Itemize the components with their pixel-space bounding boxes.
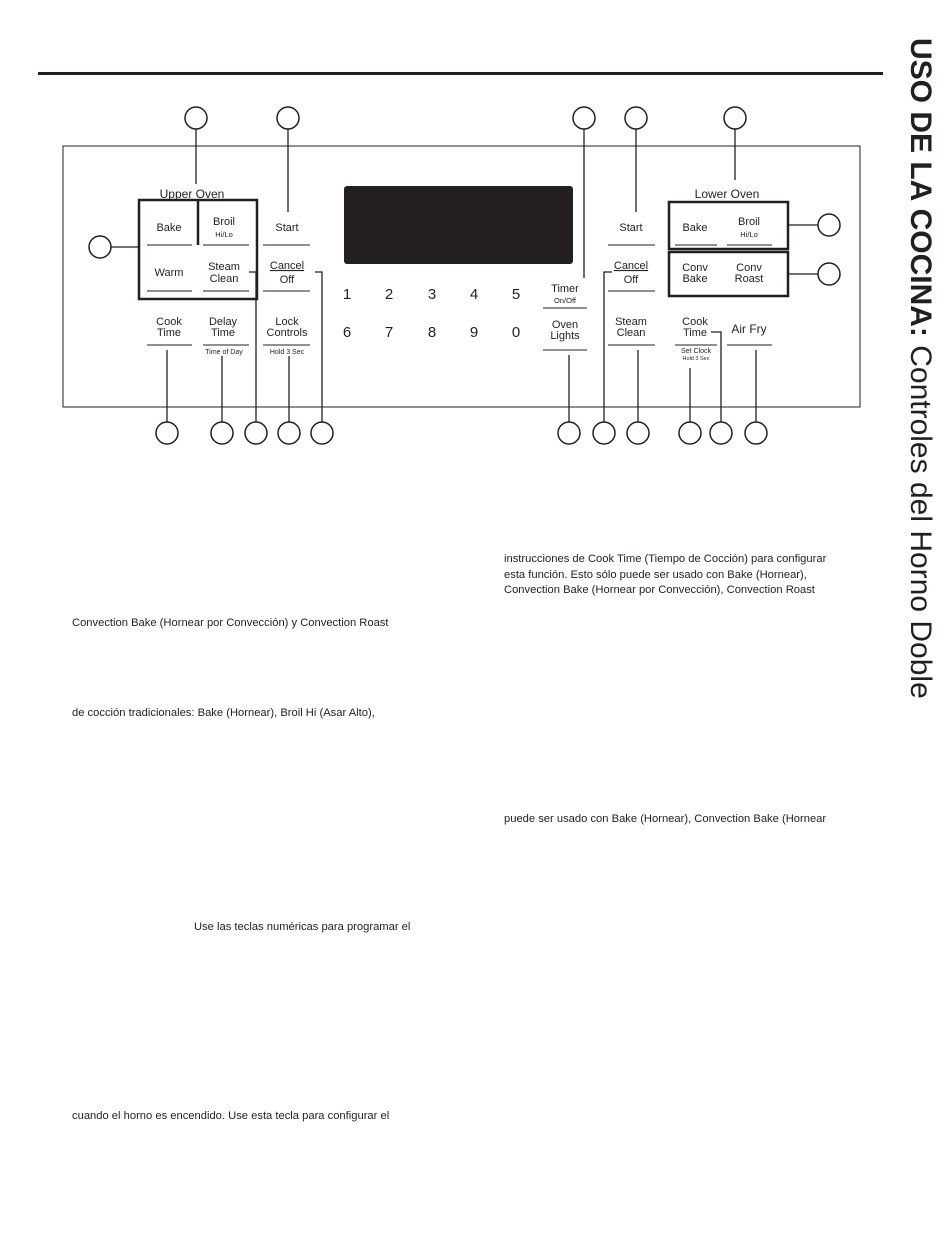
lower-bake-key: Bake: [682, 222, 707, 234]
text-line-left-1: Convection Bake (Hornear por Convección)…: [72, 617, 389, 629]
key-3: 3: [428, 286, 436, 303]
upper-steam-clean-2: Clean: [210, 273, 239, 285]
upper-delay-time-1: Delay: [209, 316, 238, 328]
text-line-right-1: instrucciones de Cook Time (Tiempo de Co…: [504, 553, 827, 565]
key-9: 9: [470, 324, 478, 341]
text-line-left-3: Use las teclas numéricas para programar …: [194, 921, 411, 933]
lower-cook-time-2: Time: [683, 327, 707, 339]
oven-lights-1: Oven: [552, 319, 578, 331]
upper-off-key: Off: [280, 274, 295, 286]
upper-steam-clean-1: Steam: [208, 261, 240, 273]
upper-cook-time-1: Cook: [156, 316, 182, 328]
key-8: 8: [428, 324, 436, 341]
key-7: 7: [385, 324, 393, 341]
lower-conv-roast-2: Roast: [735, 273, 764, 285]
upper-lock-2: Controls: [267, 327, 308, 339]
upper-delay-time-sub: Time of Day: [205, 349, 243, 356]
control-panel-diagram: Upper Oven Lower Oven Bake Broil Hi/Lo W…: [62, 106, 861, 445]
upper-bake-key: Bake: [156, 222, 181, 234]
lower-cook-time-sub2: Hold 3 Sec: [683, 356, 710, 362]
lower-broil-key: Broil: [738, 216, 760, 228]
oven-lights-2: Lights: [550, 330, 580, 342]
panel-outline: [62, 145, 861, 408]
key-2: 2: [385, 286, 393, 303]
lower-broil-sub: Hi/Lo: [740, 230, 758, 239]
lower-steam-clean-2: Clean: [617, 327, 646, 339]
lower-start-key: Start: [619, 222, 642, 234]
upper-oven-label: Upper Oven: [160, 187, 225, 201]
lower-oven-label: Lower Oven: [695, 187, 760, 201]
upper-broil-sub: Hi/Lo: [215, 230, 233, 239]
text-line-right-4: puede ser usado con Bake (Hornear), Conv…: [504, 813, 827, 825]
upper-cancel-key: Cancel: [270, 260, 304, 272]
lower-off-key: Off: [624, 274, 639, 286]
key-0: 0: [512, 324, 520, 341]
lower-air-fry-key: Air Fry: [731, 322, 766, 336]
timer-sub: On/Off: [554, 296, 577, 305]
lower-conv-bake-2: Bake: [682, 273, 707, 285]
lower-cook-time-1: Cook: [682, 316, 708, 328]
lower-cook-time-sub: Set Clock: [681, 348, 711, 355]
upper-broil-key: Broil: [213, 216, 235, 228]
text-line-left-4: cuando el horno es encendido. Use esta t…: [72, 1110, 390, 1122]
key-4: 4: [470, 286, 478, 303]
header-rule: [38, 72, 883, 75]
upper-delay-time-2: Time: [211, 327, 235, 339]
text-line-left-2: de cocción tradicionales: Bake (Hornear)…: [72, 707, 375, 719]
key-1: 1: [343, 286, 351, 303]
lower-cancel-key: Cancel: [614, 260, 648, 272]
upper-warm-key: Warm: [155, 267, 184, 279]
upper-start-key: Start: [275, 222, 298, 234]
key-6: 6: [343, 324, 351, 341]
lower-conv-bake-1: Conv: [682, 262, 708, 274]
display-window: [344, 186, 573, 264]
upper-lock-sub: Hold 3 Sec: [270, 349, 305, 356]
text-line-right-2: esta función. Esto sólo puede ser usado …: [504, 569, 807, 581]
text-line-right-3: Convection Bake (Hornear por Convección)…: [504, 584, 815, 596]
lower-conv-roast-1: Conv: [736, 262, 762, 274]
key-5: 5: [512, 286, 520, 303]
upper-lock-1: Lock: [275, 316, 299, 328]
lower-steam-clean-1: Steam: [615, 316, 647, 328]
timer-key: Timer: [551, 283, 579, 295]
upper-cook-time-2: Time: [157, 327, 181, 339]
